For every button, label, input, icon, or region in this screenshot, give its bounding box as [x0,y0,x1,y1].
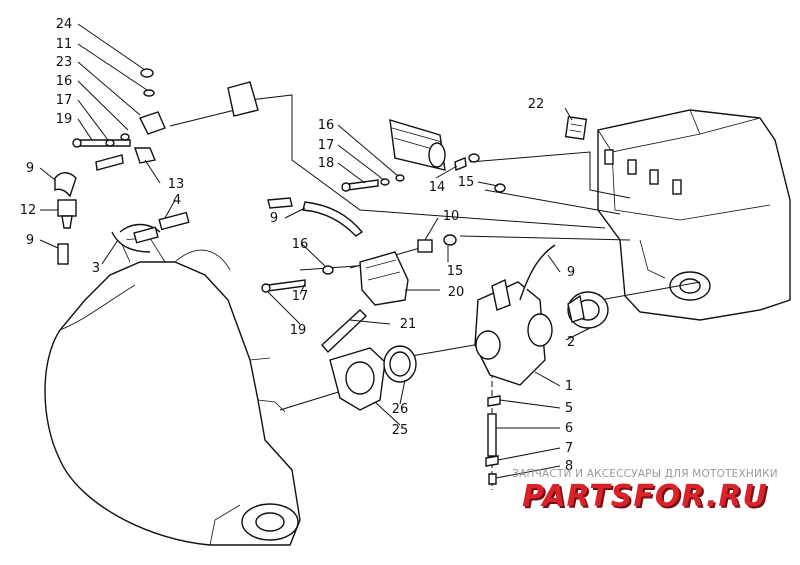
part-label: 10 [443,209,460,224]
part-label: 7 [565,441,573,456]
part-label: 17 [56,93,73,108]
part-label: 6 [565,421,573,436]
part-label: 21 [400,317,417,332]
part-number-labels: 24 11 23 16 17 19 9 12 9 3 4 13 16 17 18… [20,17,575,474]
intake-flange-group [329,345,417,411]
part-label: 23 [56,55,73,70]
part-label: 4 [173,193,181,208]
part-label: 12 [20,203,37,218]
part-label: 8 [565,459,573,474]
part-label: 5 [565,401,573,416]
upper-left-parts [54,68,259,265]
part-label: 11 [56,37,73,52]
part-label: 1 [565,379,573,394]
part-label: 3 [92,261,100,276]
part-label: 26 [392,402,409,417]
watermark-logo: PARTSFOR.RU [522,479,768,514]
part-label: 9 [567,265,575,280]
part-label: 16 [56,74,73,89]
upper-middle-parts [267,119,506,253]
part-label: 2 [567,335,575,350]
airbox-housing [597,109,791,321]
part-label: 16 [318,118,335,133]
watermark: ЗАПЧАСТИ И АКСЕССУАРЫ ДЛЯ МОТОТЕХНИКИ PA… [500,468,790,514]
part-label: 24 [56,17,73,32]
part-label: 17 [292,289,309,304]
part-label: 15 [458,175,475,190]
watermark-caption: ЗАПЧАСТИ И АКСЕССУАРЫ ДЛЯ МОТОТЕХНИКИ [512,468,778,480]
carburetor-group [474,244,609,485]
part-label: 9 [26,233,34,248]
part-label: 13 [168,177,185,192]
decal-tag [564,116,588,140]
part-label: 14 [429,180,446,195]
engine-housing [44,237,301,546]
part-label: 9 [26,161,34,176]
part-label: 22 [528,97,545,112]
part-label: 9 [270,211,278,226]
part-label: 20 [448,285,465,300]
part-label: 19 [290,323,307,338]
part-label: 17 [318,138,335,153]
part-label: 19 [56,112,73,127]
part-label: 16 [292,237,309,252]
part-label: 25 [392,423,409,438]
part-label: 18 [318,156,335,171]
leader-lines [39,23,591,479]
part-label: 15 [447,264,464,279]
